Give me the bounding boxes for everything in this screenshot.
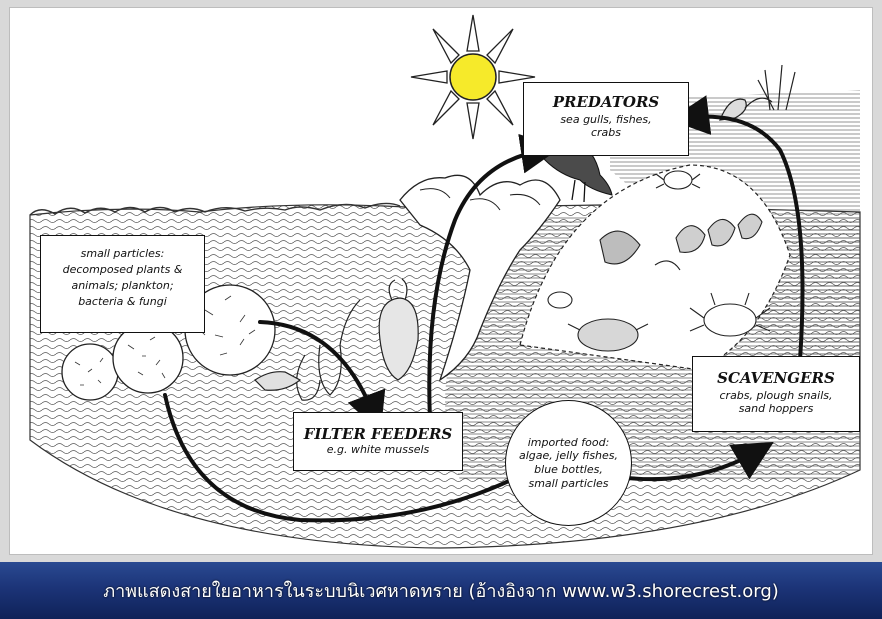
predators-subtitle: sea gulls, fishes, crabs [560,113,652,140]
wave-crest-drawing [399,174,561,382]
predators-title: PREDATORS [552,93,660,111]
small-particles-box: small particles: decomposed plants & ani… [40,235,205,333]
scavengers-subtitle: crabs, plough snails, sand hoppers [719,389,833,416]
mussel-drawings [254,278,419,401]
imported-food-circle: imported food: algae, jelly fishes, blue… [505,400,632,526]
arrow-particles-to-imported-food [163,393,550,523]
filter-feeders-title: FILTER FEEDERS [303,425,453,443]
food-web-arrows [163,95,805,523]
arrow-filter-feeders-to-predators [427,133,561,422]
dune-plants-drawing [719,64,796,121]
arrow-imported-food-to-scavengers [626,441,774,482]
filter-feeders-box: FILTER FEEDERS e.g. white mussels [293,412,463,471]
scavengers-title: SCAVENGERS [717,369,835,387]
caption-bar: ภาพแสดงสายใยอาหารในระบบนิเวศหาดทราย (อ้า… [0,562,882,619]
small-particles-text: small particles: decomposed plants & ani… [62,247,183,308]
arrow-particles-to-filter-feeders [258,320,386,433]
sun-drawing [410,14,536,140]
filter-feeders-subtitle: e.g. white mussels [326,443,430,456]
predators-box: PREDATORS sea gulls, fishes, crabs [523,82,689,156]
plankton-circles [61,284,276,401]
shore-animals-drawing [547,170,771,352]
food-web-illustration [29,14,861,549]
scavengers-box: SCAVENGERS crabs, plough snails, sand ho… [692,356,860,432]
caption-text: ภาพแสดงสายใยอาหารในระบบนิเวศหาดทราย (อ้า… [103,581,779,602]
arrow-scavengers-to-predators [669,95,805,362]
imported-food-text: imported food: algae, jelly fishes, blue… [518,435,619,490]
